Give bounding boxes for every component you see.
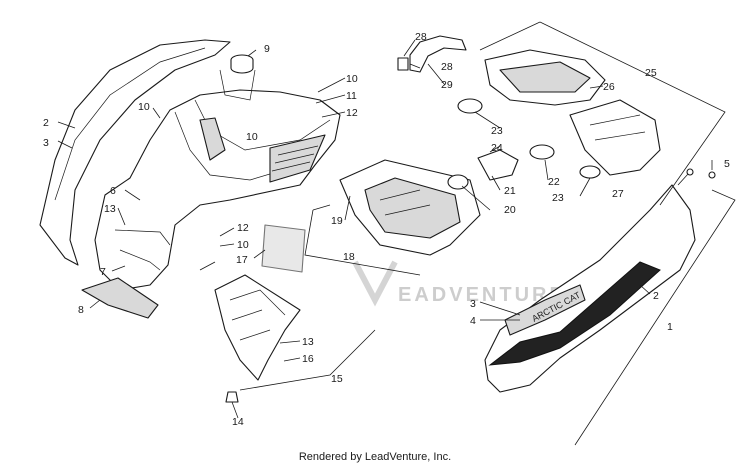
callout-15: 15: [331, 373, 343, 385]
watermark-text: EADVENTURE: [398, 284, 566, 306]
callout-13-b: 13: [302, 336, 314, 348]
callout-1: 1: [667, 321, 673, 333]
group-lines: [199, 21, 736, 446]
callout-7: 7: [100, 266, 106, 278]
part-panel-17: [261, 224, 306, 273]
part-side-panel-1: ARCTIC CAT: [484, 184, 696, 393]
callout-8: 8: [78, 304, 84, 316]
part-airbox-18: [339, 159, 481, 256]
callout-10-b: 10: [346, 73, 358, 85]
callout-2-right: 2: [653, 290, 659, 302]
callout-10-c: 10: [246, 131, 258, 143]
watermark-logo: [352, 260, 398, 307]
footer-credit: Rendered by LeadVenture, Inc.: [298, 451, 452, 463]
callout-2-left: 2: [43, 117, 49, 129]
callout-22: 22: [548, 176, 560, 188]
part-fastener-5: [708, 171, 716, 179]
callout-25: 25: [645, 67, 657, 79]
callout-labels: 1 2 2 3 3 4 5 6 7 8 9 10 10 10 10 11 12 …: [43, 31, 730, 428]
callout-29: 29: [441, 79, 453, 91]
callout-27: 27: [612, 188, 624, 200]
callout-21: 21: [504, 185, 516, 197]
callout-12-b: 12: [237, 222, 249, 234]
part-boot-21: [447, 98, 601, 190]
callout-18: 18: [343, 251, 355, 263]
callout-10-a: 10: [138, 101, 150, 113]
watermark: EADVENTURE: [352, 260, 566, 307]
callout-3-right: 3: [470, 298, 476, 310]
callout-9: 9: [264, 43, 270, 55]
callout-6: 6: [110, 185, 116, 197]
callout-23-a: 23: [491, 125, 503, 137]
callout-28-b: 28: [441, 61, 453, 73]
callout-24: 24: [491, 142, 503, 154]
callout-11: 11: [346, 90, 357, 102]
callout-23-b: 23: [552, 192, 564, 204]
callout-17: 17: [236, 254, 248, 266]
part-trim-2: [39, 39, 231, 266]
part-hose-29: [397, 35, 467, 73]
callout-16: 16: [302, 353, 314, 365]
part-mesh-8: [81, 277, 159, 319]
part-fastener-27: [686, 168, 694, 176]
callout-10-d: 10: [237, 239, 249, 251]
callout-19: 19: [331, 215, 343, 227]
leader-lines: [57, 39, 713, 419]
part-grommet-9: [230, 54, 254, 74]
callout-5: 5: [724, 158, 730, 170]
callout-26: 26: [603, 81, 615, 93]
callout-14: 14: [232, 416, 244, 428]
callout-28-a: 28: [415, 31, 427, 43]
part-intake-26: [484, 49, 661, 176]
part-bracket-15: [214, 274, 301, 381]
callout-4: 4: [470, 315, 476, 327]
callout-13-a: 13: [104, 203, 116, 215]
callout-20: 20: [504, 204, 516, 216]
callout-12-a: 12: [346, 107, 358, 119]
part-hood-6: [94, 69, 341, 291]
part-fastener-14: [225, 391, 239, 403]
callout-3-left: 3: [43, 137, 49, 149]
